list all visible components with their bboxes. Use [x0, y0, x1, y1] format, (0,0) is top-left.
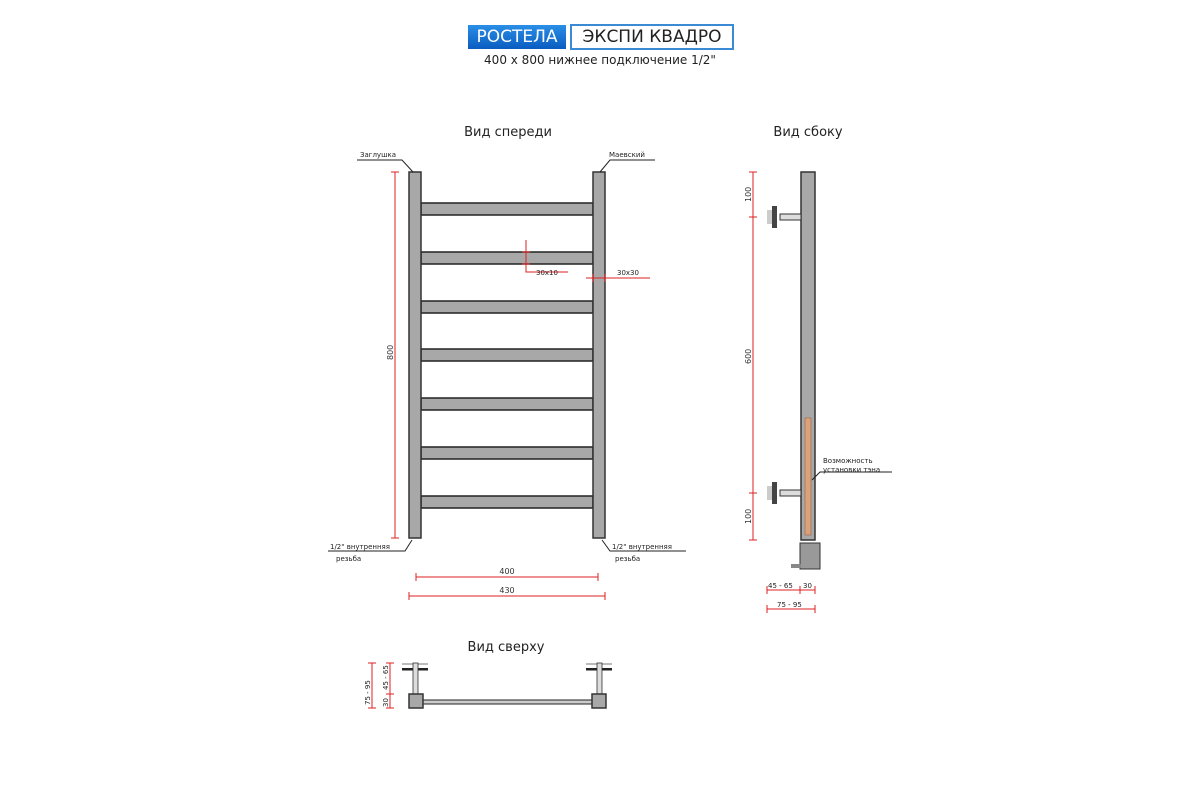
side-pipe — [800, 171, 816, 541]
bottom-connector — [799, 542, 821, 570]
subtitle: 400 x 800 нижнее подключение 1/2" — [484, 53, 716, 67]
right-pipe — [592, 171, 606, 539]
top-dim-1: 45 - 65 — [382, 665, 390, 690]
brand-logo: РОСТЕЛА — [468, 25, 566, 49]
thread-right-label-2: резьба — [615, 555, 640, 563]
model-name: ЭКСПИ КВАДРО — [570, 24, 734, 50]
top-view-rung — [422, 699, 593, 705]
thread-right-label: 1/2" внутренняя — [612, 543, 672, 551]
thread-left-label: 1/2" внутренняя — [330, 543, 390, 551]
heater-element — [804, 417, 812, 536]
top-left-post — [408, 693, 424, 709]
plug-label: Заглушка — [360, 151, 396, 159]
rung-size-label: 30x10 — [536, 269, 558, 277]
top-dim-2: 30 — [382, 698, 390, 707]
width-axis-dim: 400 — [499, 567, 514, 576]
top-right-post — [591, 693, 607, 709]
side-view-title: Вид сбоку — [773, 125, 842, 140]
top-dim-total: 75 - 95 — [364, 680, 372, 705]
heater-label-1: Возможность — [823, 457, 873, 465]
width-total-dim: 430 — [499, 586, 514, 595]
front-rungs — [420, 202, 594, 509]
depth-dim-1: 45 - 65 — [768, 582, 793, 590]
height-dim: 800 — [386, 345, 395, 360]
heater-label-2: установки тэна — [823, 466, 880, 474]
side-dim-top: 100 — [744, 187, 753, 202]
left-pipe — [408, 171, 422, 539]
depth-dim-total: 75 - 95 — [777, 601, 802, 609]
side-dim-bottom: 100 — [744, 509, 753, 524]
pipe-size-label: 30x30 — [617, 269, 639, 277]
top-view-brackets — [402, 662, 612, 695]
connector-outlet — [791, 564, 801, 568]
wall-bracket-bottom — [767, 482, 802, 504]
thread-left-label-2: резьба — [336, 555, 361, 563]
front-view-title: Вид спереди — [464, 125, 552, 140]
depth-dim-2: 30 — [803, 582, 812, 590]
top-view-title: Вид сверху — [468, 640, 545, 655]
valve-label: Маевский — [609, 151, 645, 159]
side-dim-middle: 600 — [744, 349, 753, 364]
wall-bracket-top — [767, 206, 802, 228]
